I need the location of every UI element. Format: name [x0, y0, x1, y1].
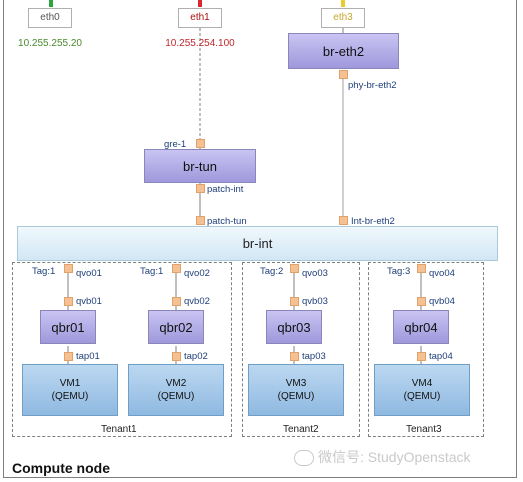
qbr01-bridge: qbr01 — [40, 310, 96, 344]
eth1-link-bar — [198, 0, 202, 7]
tag-label: Tag:1 — [32, 266, 56, 277]
tap04-port — [417, 352, 426, 361]
tenant1-box — [12, 262, 232, 437]
eth1-ip: 10.255.254.100 — [165, 38, 235, 49]
tenant2-label: Tenant2 — [283, 424, 319, 435]
eth3-nic: eth3 — [321, 8, 365, 28]
tap02-label: tap02 — [184, 351, 208, 362]
br-eth2-bridge: br-eth2 — [288, 33, 399, 69]
watermark: 微信号: StudyOpenstack — [294, 447, 471, 467]
tap03-label: tap03 — [302, 351, 326, 362]
qvo02-label: qvo02 — [184, 268, 210, 279]
qvb01-port — [64, 297, 73, 306]
qvo02-port — [172, 264, 181, 273]
qvb04-label: qvb04 — [429, 296, 455, 307]
phy-br-eth2-label: phy-br-eth2 — [348, 80, 397, 91]
phy-br-eth2-port — [339, 70, 348, 79]
tenant1-label: Tenant1 — [101, 424, 137, 435]
eth0-nic: eth0 — [28, 8, 72, 28]
vm4-box: VM4 (QEMU) — [374, 364, 470, 416]
patch-int-port — [196, 184, 205, 193]
tag-label: Tag:1 — [140, 266, 164, 277]
eth3-link-bar — [341, 0, 345, 7]
vm2-name: VM2 — [165, 378, 187, 389]
eth1-nic: eth1 — [178, 8, 222, 28]
tap01-label: tap01 — [76, 351, 100, 362]
qvo04-port — [417, 264, 426, 273]
tenant3-box — [368, 262, 484, 437]
wechat-icon — [294, 450, 314, 467]
compute-node-frame — [3, 0, 517, 478]
tag-label: Tag:3 — [387, 266, 411, 277]
tenant3-label: Tenant3 — [406, 424, 442, 435]
vm1-box: VM1 (QEMU) — [22, 364, 118, 416]
int-br-eth2-label: Int-br-eth2 — [351, 216, 395, 227]
qvo04-label: qvo04 — [429, 268, 455, 279]
qbr04-bridge: qbr04 — [393, 310, 449, 344]
qvo03-port — [290, 264, 299, 273]
qvb02-label: qvb02 — [184, 296, 210, 307]
tap02-port — [172, 352, 181, 361]
vm2-type: (QEMU) — [157, 391, 195, 402]
qbr02-bridge: qbr02 — [148, 310, 204, 344]
patch-tun-port — [196, 216, 205, 225]
compute-node-label: Compute node — [12, 460, 110, 476]
vm2-box: VM2 (QEMU) — [128, 364, 224, 416]
vm1-type: (QEMU) — [51, 391, 89, 402]
qvb04-port — [417, 297, 426, 306]
qvb03-port — [290, 297, 299, 306]
vm3-name: VM3 — [285, 378, 307, 389]
tenant2-box — [242, 262, 360, 437]
int-br-eth2-port — [339, 216, 348, 225]
qvo03-label: qvo03 — [302, 268, 328, 279]
qbr03-bridge: qbr03 — [266, 310, 322, 344]
qvb02-port — [172, 297, 181, 306]
vm1-name: VM1 — [59, 378, 81, 389]
tag-label: Tag:2 — [260, 266, 284, 277]
vm4-name: VM4 — [411, 378, 433, 389]
tap04-label: tap04 — [429, 351, 453, 362]
eth0-ip: 10.255.255.20 — [18, 38, 82, 49]
br-int-bridge: br-int — [17, 226, 498, 261]
vm3-type: (QEMU) — [277, 391, 315, 402]
patch-tun-label: patch-tun — [207, 216, 247, 227]
vm3-box: VM3 (QEMU) — [248, 364, 344, 416]
tap01-port — [64, 352, 73, 361]
qvo01-port — [64, 264, 73, 273]
gre-1-label: gre-1 — [164, 139, 187, 150]
watermark-text: 微信号: StudyOpenstack — [318, 449, 471, 465]
eth0-link-bar — [49, 0, 53, 7]
br-tun-bridge: br-tun — [144, 149, 256, 183]
patch-int-label: patch-int — [207, 184, 244, 195]
tap03-port — [290, 352, 299, 361]
gre-1-port — [196, 139, 205, 148]
qvb03-label: qvb03 — [302, 296, 328, 307]
qvb01-label: qvb01 — [76, 296, 102, 307]
qvo01-label: qvo01 — [76, 268, 102, 279]
vm4-type: (QEMU) — [403, 391, 441, 402]
